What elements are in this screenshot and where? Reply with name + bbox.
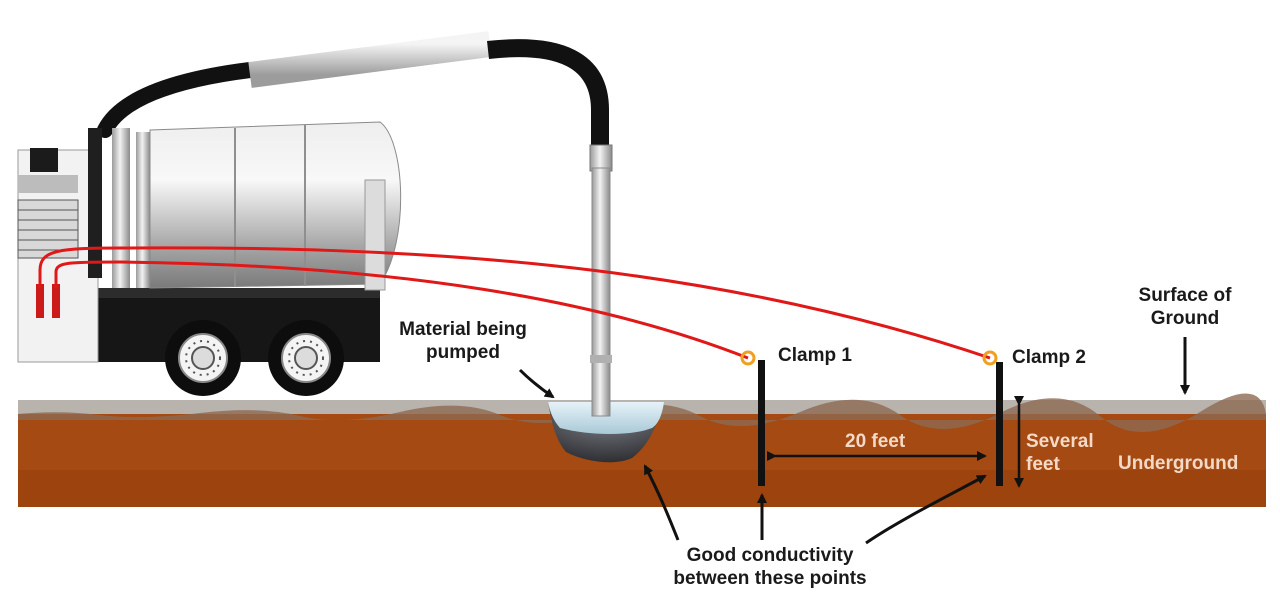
depth-label: Several feet [1026, 430, 1094, 476]
material-label-line1: Material being [399, 319, 527, 340]
red-bracket-1 [36, 284, 44, 318]
pit-water [548, 402, 664, 434]
dimension-arrows [767, 396, 1024, 488]
rear-body [364, 179, 386, 291]
boom-hose [97, 31, 613, 417]
tank-post-1 [112, 128, 130, 288]
cable-to-clamp-2 [38, 246, 991, 360]
suction-pipe-band [590, 355, 612, 363]
underground-label: Underground [1118, 453, 1239, 474]
depth-label-line1: Several [1026, 431, 1094, 452]
exhaust-stack [88, 128, 102, 278]
material-label-line2: pumped [426, 342, 500, 363]
red-bracket-2 [52, 284, 60, 318]
clamp-icon [740, 350, 756, 366]
wheel-icon [268, 320, 344, 396]
arrow-icon [643, 464, 680, 541]
clamp2-label: Clamp 2 [1012, 347, 1086, 368]
distance-label: 20 feet [845, 431, 906, 452]
vacuum-truck-icon [17, 121, 402, 396]
conductivity-label-line2: between these points [673, 568, 867, 589]
surface-label-line2: Ground [1150, 308, 1220, 329]
hose-arch [487, 39, 609, 148]
depth-label-line2: feet [1026, 454, 1060, 475]
tank-post-2 [136, 132, 150, 288]
suction-pipe [591, 167, 611, 417]
cable-to-clamp-1 [54, 260, 749, 360]
conductivity-label-line1: Good conductivity [686, 545, 854, 566]
ground-rod-icon [758, 360, 765, 486]
arrow-icon [518, 368, 555, 399]
suction-pipe-collar [589, 144, 613, 172]
cab-plate [18, 175, 78, 193]
conductivity-label: Good conductivity between these points [640, 544, 900, 590]
hose-black [97, 62, 258, 138]
frame-highlight [18, 288, 380, 298]
boom-pipe [248, 31, 492, 88]
cables [38, 246, 991, 360]
clamp-icon [982, 350, 998, 366]
surface-label: Surface of Ground [1120, 284, 1250, 330]
clamp1-label: Clamp 1 [778, 345, 852, 366]
wheel-icon [165, 320, 241, 396]
ground-rod-icon [996, 362, 1003, 486]
surface-label-line1: Surface of [1138, 285, 1232, 306]
cab-window [30, 148, 58, 172]
soil-shade [18, 470, 1266, 507]
pit [548, 402, 664, 463]
arrow-icon [865, 474, 987, 545]
material-label: Material being pumped [388, 318, 538, 364]
pointer-arrows [518, 337, 1190, 545]
tank-seams [234, 125, 306, 287]
